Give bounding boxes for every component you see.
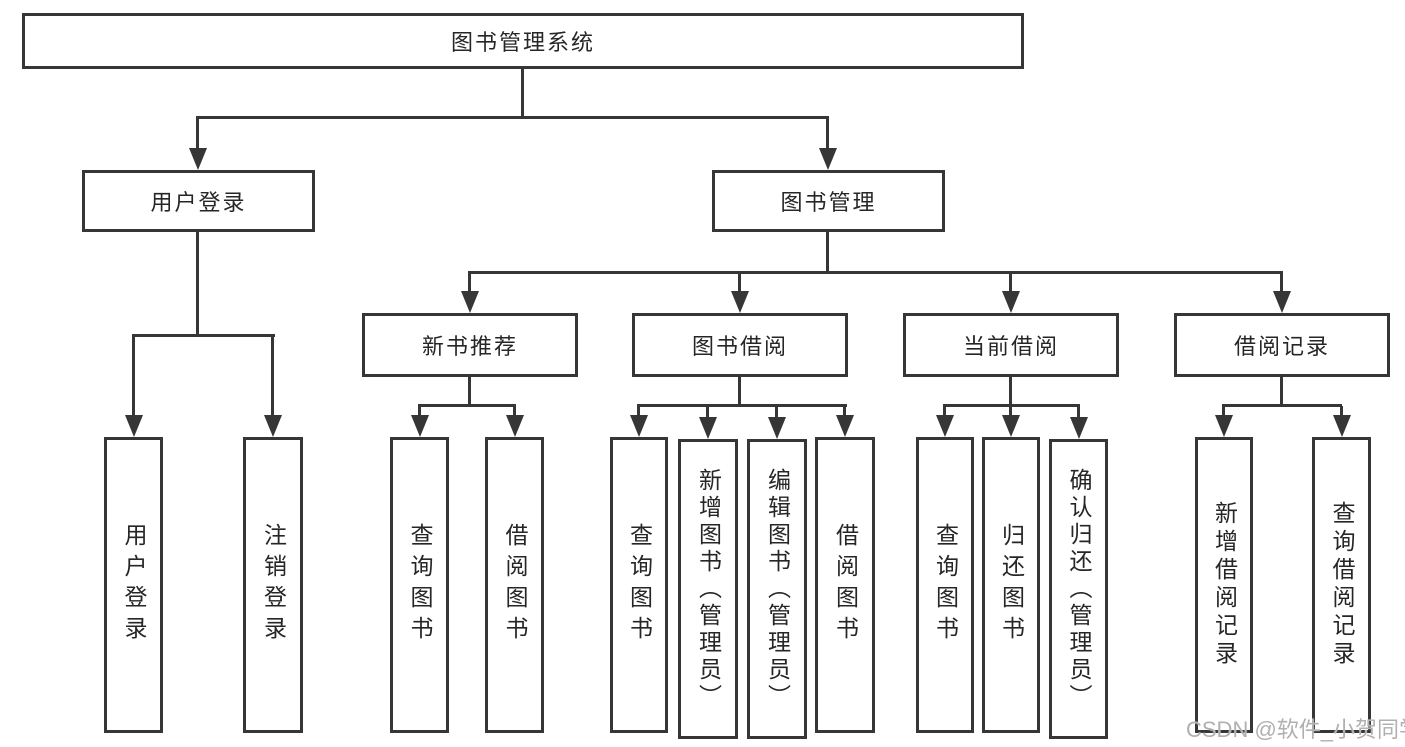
node-book-borrow: 图书借阅 [632,313,848,377]
connector-book-mgmt-bar [468,271,1283,274]
connector-root-stub [521,69,524,118]
connector-user-login-bar [132,334,275,337]
arrow-to-leaf-rec-query [410,406,429,437]
leaf-cb-confirm-label: 确认归还（管理员） [1066,467,1092,711]
arrow-to-leaf-user-login [124,336,143,437]
connector-new-book-rec-bar [418,404,516,407]
leaf-bb-query-label: 查询图书 [626,523,653,647]
arrow-to-leaf-bb-borrow [835,406,854,437]
leaf-rec-query-label: 查询图书 [407,523,433,647]
leaf-bb-add: 新增图书（管理员） [678,439,738,739]
leaf-rec-query: 查询图书 [390,437,449,733]
csdn-watermark: CSDN @软件_小贺同学 [1186,717,1405,742]
connector-current-borrow-stub [1009,377,1012,406]
leaf-user-login-label: 用户登录 [121,523,147,647]
arrow-to-leaf-cb-confirm [1069,406,1088,439]
connector-root-bar [196,116,829,119]
node-user-login-label: 用户登录 [150,190,247,215]
leaf-bb-edit: 编辑图书（管理员） [747,439,807,739]
leaf-cb-confirm: 确认归还（管理员） [1049,439,1108,739]
connector-user-login-stub [196,232,199,336]
leaf-rec-borrow: 借阅图书 [485,437,544,733]
arrow-to-borrow-records [1272,273,1291,313]
connector-book-borrow-bar [637,404,847,407]
arrow-to-book-borrow [730,273,749,313]
node-borrow-records: 借阅记录 [1174,313,1390,377]
arrow-to-leaf-logout [263,336,282,437]
arrow-to-leaf-bb-query [629,406,648,437]
leaf-cb-query-label: 查询图书 [932,523,959,647]
node-book-mgmt-label: 图书管理 [780,190,877,215]
leaf-logout: 注销登录 [243,437,303,733]
node-current-borrow-label: 当前借阅 [962,334,1059,359]
leaf-br-add-label: 新增借阅记录 [1211,501,1238,669]
node-new-book-rec-label: 新书推荐 [421,334,518,359]
connector-borrow-records-bar [1222,404,1342,407]
leaf-rec-borrow-label: 借阅图书 [502,523,528,647]
node-book-borrow-label: 图书借阅 [691,334,788,359]
leaf-br-query-label: 查询借阅记录 [1329,501,1355,669]
node-user-login: 用户登录 [82,170,315,232]
connector-borrow-records-stub [1280,377,1283,406]
arrow-to-leaf-cb-query [935,406,954,437]
leaf-cb-query: 查询图书 [916,437,974,733]
leaf-bb-add-label: 新增图书（管理员） [695,467,722,711]
leaf-logout-label: 注销登录 [260,523,287,647]
leaf-br-add: 新增借阅记录 [1195,437,1253,733]
arrow-to-new-book-rec [460,273,479,313]
leaf-cb-return-label: 归还图书 [998,523,1025,647]
leaf-bb-edit-label: 编辑图书（管理员） [764,467,791,711]
node-library-system: 图书管理系统 [22,13,1024,69]
leaf-br-query: 查询借阅记录 [1312,437,1371,733]
connector-book-borrow-stub [738,377,741,406]
node-current-borrow: 当前借阅 [903,313,1119,377]
leaf-bb-query: 查询图书 [610,437,668,733]
leaf-bb-borrow: 借阅图书 [815,437,875,733]
leaf-user-login: 用户登录 [104,437,163,733]
connector-book-mgmt-stub [826,232,829,273]
leaf-bb-borrow-label: 借阅图书 [832,523,859,647]
arrow-to-current-borrow [1001,273,1020,313]
node-book-mgmt: 图书管理 [712,170,945,232]
node-library-system-label: 图书管理系统 [450,30,595,55]
arrow-to-leaf-bb-edit [767,406,786,439]
arrow-to-leaf-bb-add [698,406,717,439]
node-borrow-records-label: 借阅记录 [1233,334,1330,359]
connector-new-book-rec-stub [468,377,471,406]
arrow-to-user-login [188,118,207,170]
node-new-book-rec: 新书推荐 [362,313,578,377]
arrow-to-leaf-rec-borrow [505,406,524,437]
leaf-cb-return: 归还图书 [982,437,1040,733]
connector-current-borrow-bar [943,404,1080,407]
arrow-to-leaf-br-add [1214,406,1233,437]
arrow-to-book-mgmt [818,118,837,170]
arrow-to-leaf-br-query [1332,406,1351,437]
arrow-to-leaf-cb-return [1001,406,1020,437]
